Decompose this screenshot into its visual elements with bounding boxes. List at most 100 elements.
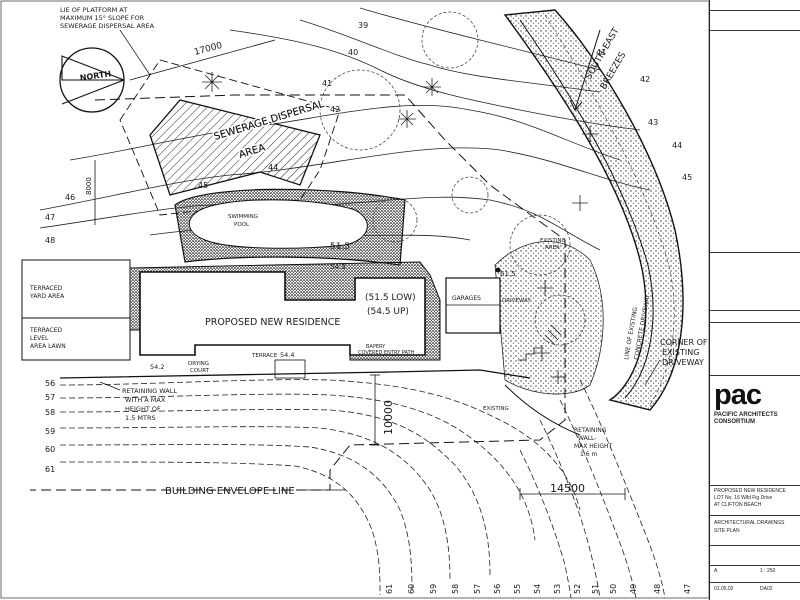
envelope-label: BUILDING ENVELOPE LINE — [165, 486, 295, 497]
contour-top-5: 45 — [198, 181, 208, 190]
retaining2-note-1: RETAINING — [574, 427, 607, 434]
contour-left-7: 60 — [45, 445, 55, 454]
level-61-5: 61.5 — [500, 270, 516, 278]
pool-label-1: SWIMMING — [228, 214, 258, 220]
level-54-4: 54.4 — [280, 351, 294, 359]
contour-left-8: 61 — [45, 465, 55, 474]
tb-divider — [710, 582, 800, 583]
level-51-5: 51.5 — [330, 242, 350, 252]
contour-right-1: 42 — [640, 75, 650, 84]
project-line-2: LOT No. 16 Wild Fig Drive — [714, 495, 773, 501]
contour-bottom-10: 51 — [591, 584, 600, 594]
landscaped-slope — [494, 241, 604, 395]
site-plan-svg: NORTH SEWERAGE DISPERSAL AREA SEWERAGE D… — [0, 0, 710, 599]
tb-divider — [710, 252, 800, 253]
drawing-line-1: ARCHITECTURAL DRAWINGS — [714, 520, 785, 526]
contour-labels-bottom: 61 60 59 58 57 56 55 54 53 52 51 50 49 4… — [385, 584, 692, 594]
retaining-wall: RETAINING WALL WITH A MAX HEIGHT OF 1.5 … — [59, 369, 613, 458]
platform-note-3: SEWERAGE DISPERSAL AREA — [60, 22, 155, 30]
terraced-lawn-1: TERRACED — [29, 327, 63, 334]
contour-bottom-11: 50 — [609, 584, 618, 594]
contour-bottom-9: 52 — [573, 584, 582, 594]
contour-right-3: 44 — [672, 141, 682, 150]
platform-note-2: MAXIMUM 15° SLOPE FOR — [60, 14, 145, 22]
house-labels: TERRACE 54.4 DRYING COURT 54.2 BAPERY CO… — [150, 263, 415, 379]
contour-left-2: 48 — [45, 236, 55, 245]
dim-10000: 10000 — [382, 400, 395, 435]
project-line-3: AT CLIFTON BEACH — [714, 502, 762, 508]
revision: A — [714, 568, 718, 574]
platform-note: LIE OF PLATFORM AT MAXIMUM 15° SLOPE FOR… — [60, 6, 155, 76]
contour-top-4: 44 — [268, 163, 278, 172]
terraced-yard-2: YARD AREA — [29, 293, 65, 300]
north-label: NORTH — [79, 69, 111, 82]
level-low: (51.5 LOW) — [365, 293, 416, 303]
contour-top-1: 40 — [348, 48, 358, 57]
existing-area-note: EXISTING — [483, 406, 509, 412]
date: 01.05.02 — [714, 586, 734, 592]
contour-bottom-13: 48 — [653, 584, 662, 594]
contour-right-0: 41 — [596, 48, 606, 57]
retaining-note-4: 1.5 MTRS — [125, 414, 156, 422]
north-arrow: NORTH — [59, 47, 125, 113]
swimming-pool: SWIMMING POOL 51.5 — [174, 188, 406, 266]
retaining2-note-2: WALL- — [578, 435, 596, 442]
contour-left-5: 58 — [45, 408, 55, 417]
terraced-areas: TERRACED YARD AREA TERRACED LEVEL AREA L… — [21, 259, 131, 361]
existing-trees — [319, 11, 586, 346]
scale: 1 : 250 — [760, 568, 776, 574]
project-line-1: PROPOSED NEW RESIDENCE — [714, 488, 786, 494]
drying-court-2: COURT — [190, 368, 210, 374]
entry-path-2: COVERED ENTRY PATH — [358, 350, 415, 356]
dim-8000: 8000 — [85, 177, 93, 195]
title-block: pac PACIFIC ARCHITECTS CONSORTIUM PROPOS… — [709, 0, 800, 600]
contour-bottom-2: 59 — [429, 584, 438, 594]
driveway-label: DRIVEWAY — [502, 298, 531, 304]
contour-bottom-5: 56 — [493, 584, 502, 594]
retaining-note-3: HEIGHT OF — [125, 405, 161, 413]
level-54-2: 54.2 — [150, 363, 164, 371]
tb-divider — [710, 322, 800, 323]
firm-line-2: CONSORTIUM — [714, 419, 755, 425]
terraced-yard-1: TERRACED — [29, 285, 63, 292]
drying-court-1: DRYING — [188, 361, 209, 367]
tb-divider — [710, 30, 800, 31]
tb-divider — [710, 10, 800, 11]
retaining2-note-4: 1.6 m — [580, 451, 597, 458]
contour-bottom-14: 47 — [683, 584, 692, 594]
sheet-number: DA02 — [760, 586, 773, 592]
contour-left-0: 46 — [65, 193, 75, 202]
contour-labels: 46 47 48 56 57 58 59 60 61 39 40 41 42 4… — [45, 21, 692, 474]
garages-label: GARAGES — [452, 295, 481, 302]
tb-divider — [710, 545, 800, 546]
contour-bottom-4: 57 — [473, 584, 482, 594]
garages: GARAGES DRIVEWAY 61.5 — [445, 267, 531, 334]
contour-bottom-8: 53 — [553, 584, 562, 594]
existing-area-2: AREA — [545, 245, 560, 251]
contour-bottom-0: 61 — [385, 584, 394, 594]
contour-right-4: 45 — [682, 173, 692, 182]
lower-contours — [59, 379, 666, 599]
corner-2: EXISTING — [662, 348, 699, 357]
tb-divider — [710, 515, 800, 516]
tb-divider — [710, 310, 800, 311]
contour-left-6: 59 — [45, 427, 55, 436]
entry-path-1: BAPERY — [366, 344, 386, 350]
contour-left-4: 57 — [45, 393, 55, 402]
contour-bottom-6: 55 — [513, 584, 522, 594]
dim-14500: 14500 — [550, 482, 585, 495]
platform-note-1: LIE OF PLATFORM AT — [60, 6, 127, 14]
tb-divider — [710, 375, 800, 376]
contour-bottom-12: 49 — [629, 584, 638, 594]
existing-area: EXISTING AREA — [518, 238, 566, 361]
contour-bottom-7: 54 — [533, 584, 542, 594]
retaining-note-2: WITH A MAX — [125, 396, 166, 404]
firm-line-1: PACIFIC ARCHITECTS — [714, 412, 778, 418]
tb-divider — [710, 485, 800, 486]
corner-note: CORNER OF EXISTING DRIVEWAY — [644, 338, 708, 386]
level-up: (54.5 UP) — [367, 307, 409, 317]
residence-label: PROPOSED NEW RESIDENCE — [205, 317, 340, 328]
level-54-3: 54.3 — [330, 263, 346, 271]
contour-right-2: 43 — [648, 118, 658, 127]
